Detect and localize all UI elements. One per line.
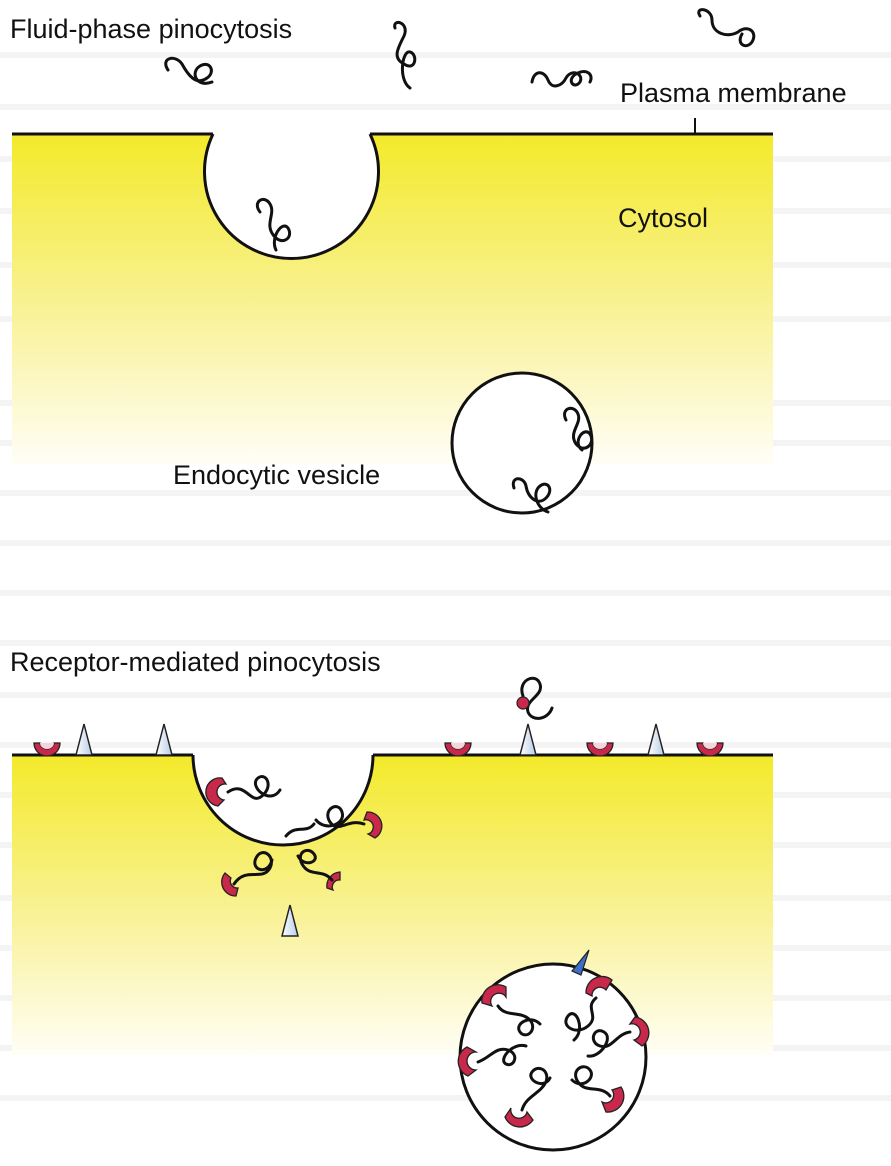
receptor-mediated-pinocytosis-title: Receptor-mediated pinocytosis bbox=[10, 647, 381, 678]
ligand-marker-icon bbox=[517, 697, 529, 709]
cytosol-region-bottom bbox=[12, 755, 773, 1055]
endocytic-vesicle bbox=[452, 373, 592, 513]
plasma-membrane-label: Plasma membrane bbox=[620, 78, 847, 109]
cytosol-region-top bbox=[12, 134, 773, 464]
endocytic-vesicle-label: Endocytic vesicle bbox=[173, 460, 380, 491]
fluid-phase-pinocytosis-title: Fluid-phase pinocytosis bbox=[10, 14, 292, 45]
cytosol-label: Cytosol bbox=[618, 203, 708, 234]
receptor-mediated-panel bbox=[12, 678, 773, 1150]
